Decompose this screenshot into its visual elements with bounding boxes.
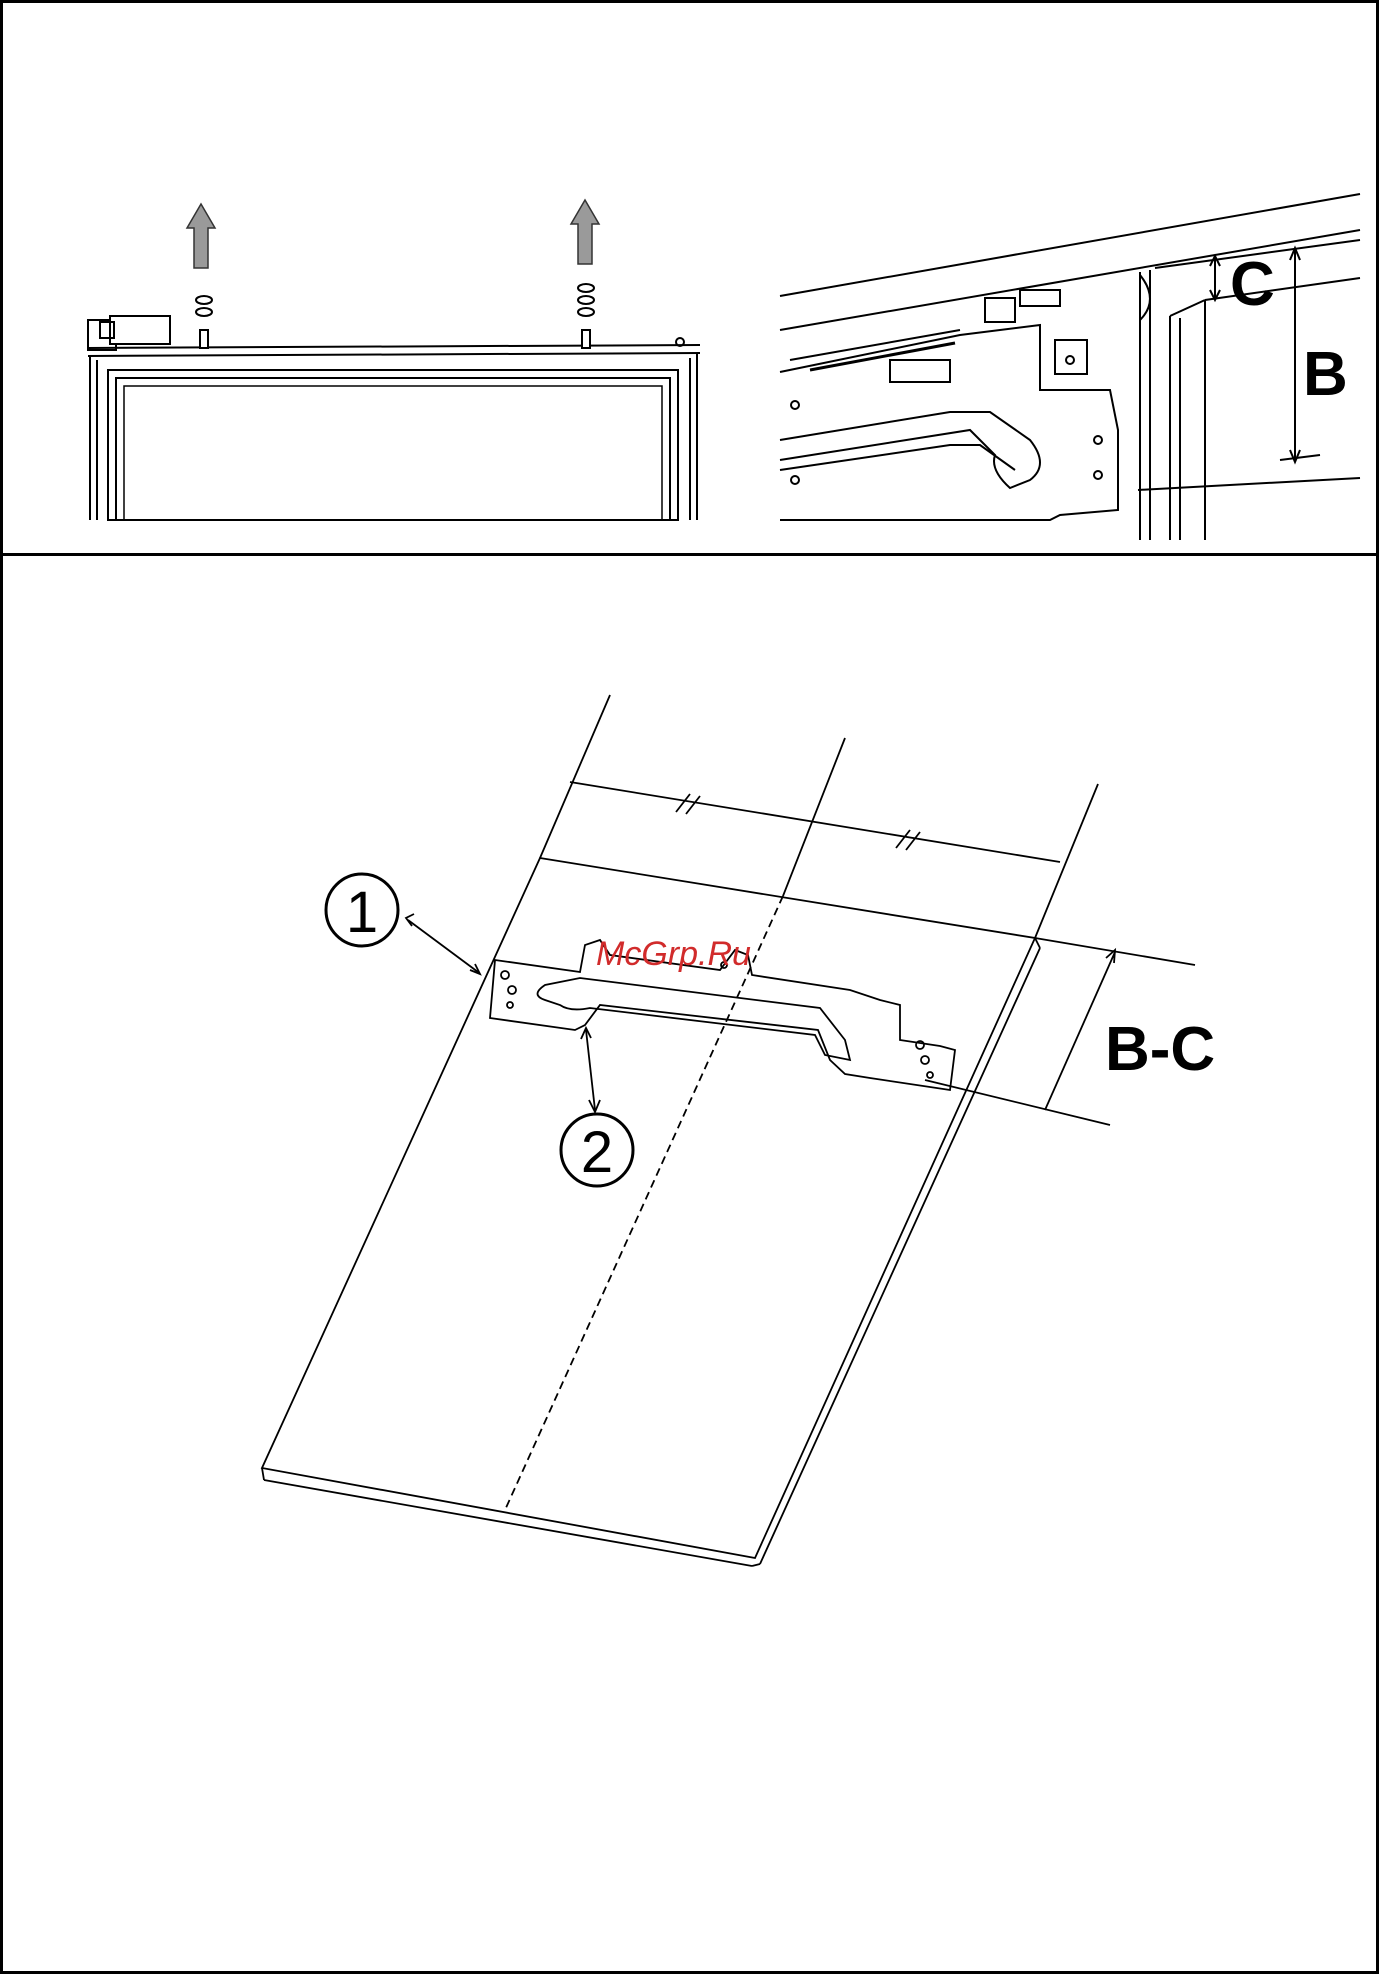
panel-edge-5 [752, 1564, 760, 1566]
teeth-rail [810, 343, 955, 370]
label-c: C [1230, 250, 1275, 319]
screw-2 [508, 986, 516, 994]
ext-line-left [540, 695, 610, 858]
callout-1-arrow [408, 920, 478, 972]
screw-5 [921, 1056, 929, 1064]
up-arrow-right [571, 200, 599, 264]
top-left-panel [88, 284, 700, 520]
label-b-minus-c: B-C [1105, 1015, 1215, 1084]
bracket-rail [790, 330, 960, 360]
callout-2-label: 2 [581, 1120, 613, 1185]
equal-mark-1b [686, 796, 700, 814]
door-top [1205, 278, 1360, 300]
panel-edge-3 [262, 1468, 264, 1480]
door-top-corner [1170, 300, 1205, 316]
ext-line-center [783, 738, 845, 896]
gasket-inner [124, 386, 662, 520]
washer-right-3 [578, 284, 594, 292]
callout-2-arrow [586, 1030, 595, 1110]
bracket-slot-2 [780, 445, 1015, 470]
top-right-panel [780, 194, 1360, 540]
bracket-slot-bottom [538, 978, 851, 1060]
pin-left [200, 330, 208, 348]
bracket-hole-1 [1094, 436, 1102, 444]
bracket-hole-2 [1094, 471, 1102, 479]
width-dimension-line [570, 782, 1060, 862]
hinge-top-cap [1020, 290, 1060, 306]
washer-right-2 [578, 296, 594, 304]
equal-mark-2b [906, 832, 920, 850]
hinge-cover [110, 316, 170, 344]
screw-3 [507, 1002, 513, 1008]
hinge-bracket [780, 325, 1118, 520]
bottom-panel [262, 695, 1195, 1566]
watermark: McGrp.Ru [596, 935, 751, 973]
callout-1-label: 1 [346, 880, 378, 945]
bracket-hole-3 [791, 401, 799, 409]
gasket-outer [108, 370, 678, 520]
ext-line-right [1035, 784, 1098, 938]
hinge-top-block [985, 298, 1015, 322]
floor-line [1138, 478, 1360, 490]
lug-hole [1066, 356, 1074, 364]
gasket-middle [116, 378, 670, 520]
bracket-hole-4 [791, 476, 799, 484]
post-curve [1140, 275, 1150, 320]
pin-right [582, 330, 590, 348]
equal-mark-1a [676, 794, 690, 812]
up-arrow-left [187, 204, 215, 268]
screw-1 [501, 971, 509, 979]
washer-left-2 [196, 296, 212, 304]
door-top-edge-inner [88, 353, 700, 356]
label-b: B [1303, 340, 1348, 409]
screw-6 [927, 1072, 933, 1078]
washer-left-1 [196, 308, 212, 316]
door-top-edge [88, 345, 700, 348]
panel-edge-4 [264, 1480, 752, 1566]
equal-mark-2a [896, 830, 910, 848]
centerline [505, 896, 783, 1510]
label-plate [890, 360, 950, 382]
washer-right-1 [578, 308, 594, 316]
dim-b-tick [1280, 455, 1320, 460]
